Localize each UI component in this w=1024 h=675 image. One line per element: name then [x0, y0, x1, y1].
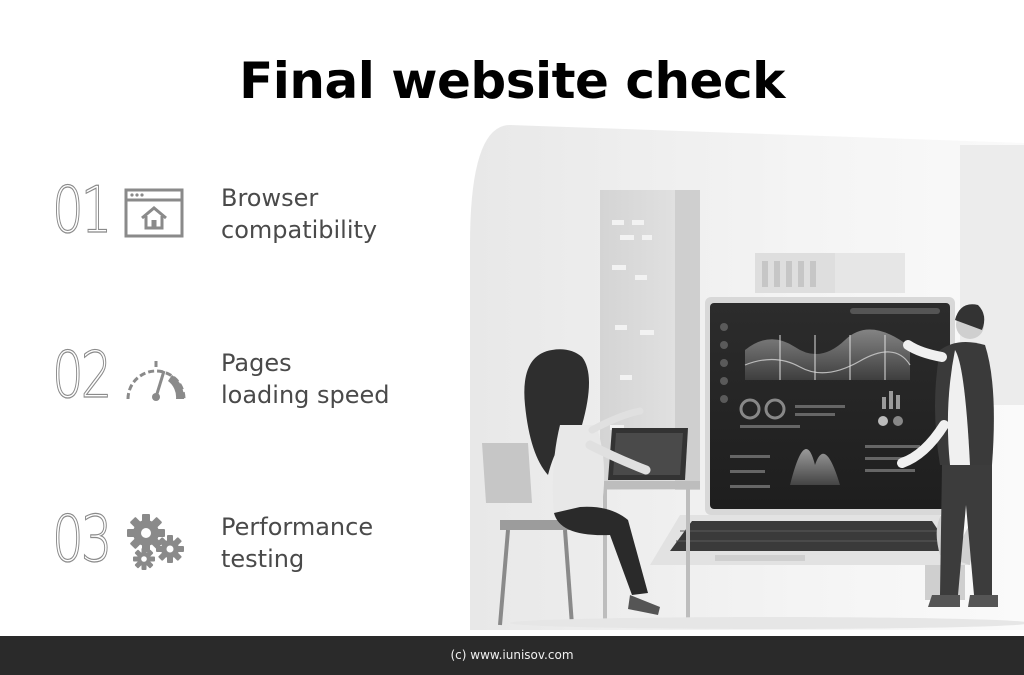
- check-item-speed: 02 Pages loading speed: [0, 339, 470, 421]
- check-item-label: Pages loading speed: [221, 349, 390, 409]
- step-number: 03: [52, 503, 113, 577]
- footer-credit: (c) www.iunisov.com: [0, 636, 1024, 675]
- browser-home-icon: [122, 182, 186, 242]
- gears-icon: [122, 511, 186, 571]
- check-item-browser: 01 Browser compatibility: [0, 174, 470, 256]
- check-item-label: Performance testing: [221, 513, 374, 573]
- website-check-illustration: [470, 125, 1024, 635]
- step-number: 02: [52, 339, 113, 413]
- speedometer-icon: [122, 347, 186, 407]
- check-item-performance: 03: [0, 503, 470, 585]
- page-title: Final website check: [239, 52, 785, 110]
- step-number: 01: [52, 174, 113, 248]
- check-item-label: Browser compatibility: [221, 184, 378, 244]
